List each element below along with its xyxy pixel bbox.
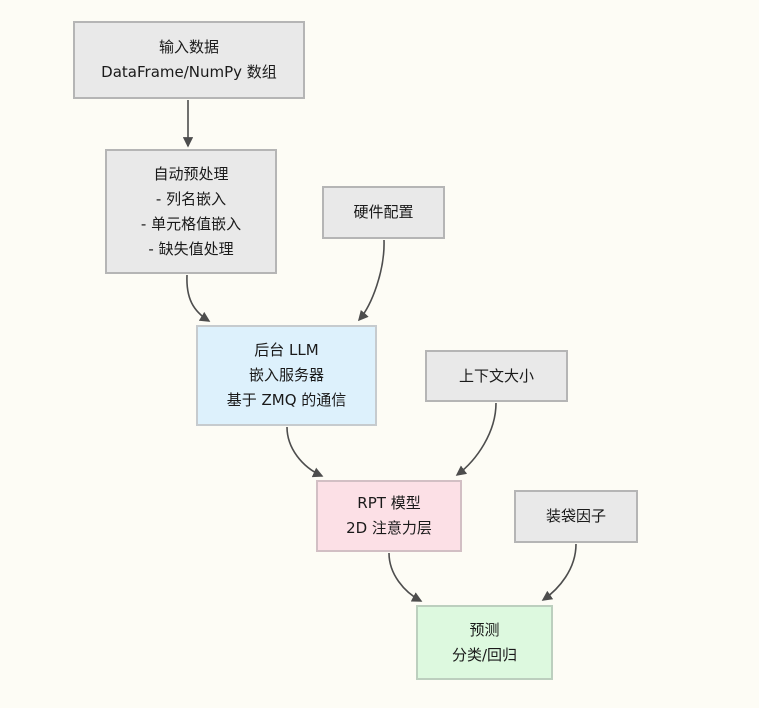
node-line: 装袋因子: [545, 507, 606, 525]
node-auto-preprocess: 自动预处理 - 列名嵌入 - 单元格值嵌入 - 缺失值处理: [105, 149, 277, 274]
node-bagging-factor: 装袋因子: [514, 490, 638, 543]
node-line: 分类/回归: [451, 645, 518, 664]
node-line: 上下文大小: [458, 366, 534, 385]
node-line: - 缺失值处理: [148, 239, 234, 258]
node-line: 2D 注意力层: [346, 519, 432, 537]
edge-bagging-factor-to-prediction: [541, 543, 577, 601]
node-line: - 列名嵌入: [155, 189, 227, 208]
node-line: RPT 模型: [357, 494, 421, 512]
node-line: DataFrame/NumPy 数组: [101, 63, 277, 81]
node-hardware-config: 硬件配置: [322, 186, 445, 239]
node-line: - 单元格值嵌入: [140, 214, 242, 233]
edge-context-size-to-rpt-model: [455, 402, 497, 476]
node-line: 嵌入服务器: [248, 366, 324, 384]
node-context-size: 上下文大小: [425, 350, 568, 402]
node-line: 硬件配置: [353, 203, 414, 221]
node-rpt-model: RPT 模型 2D 注意力层: [316, 480, 462, 552]
node-input-data: 输入数据 DataFrame/NumPy 数组: [73, 21, 305, 99]
node-prediction: 预测 分类/回归: [416, 605, 553, 680]
node-line: 自动预处理: [153, 164, 229, 183]
edge-preprocess-to-llm-server: [186, 274, 211, 322]
edge-rpt-model-to-prediction: [388, 552, 423, 602]
node-line: 预测: [469, 620, 500, 639]
node-llm-embedding-server: 后台 LLM 嵌入服务器 基于 ZMQ 的通信: [196, 325, 377, 426]
edge-hardware-to-llm-server: [357, 239, 385, 322]
node-line: 基于 ZMQ 的通信: [226, 391, 347, 409]
node-line: 后台 LLM: [254, 341, 319, 359]
node-line: 输入数据: [158, 38, 219, 56]
edge-llm-server-to-rpt-model: [286, 426, 324, 478]
